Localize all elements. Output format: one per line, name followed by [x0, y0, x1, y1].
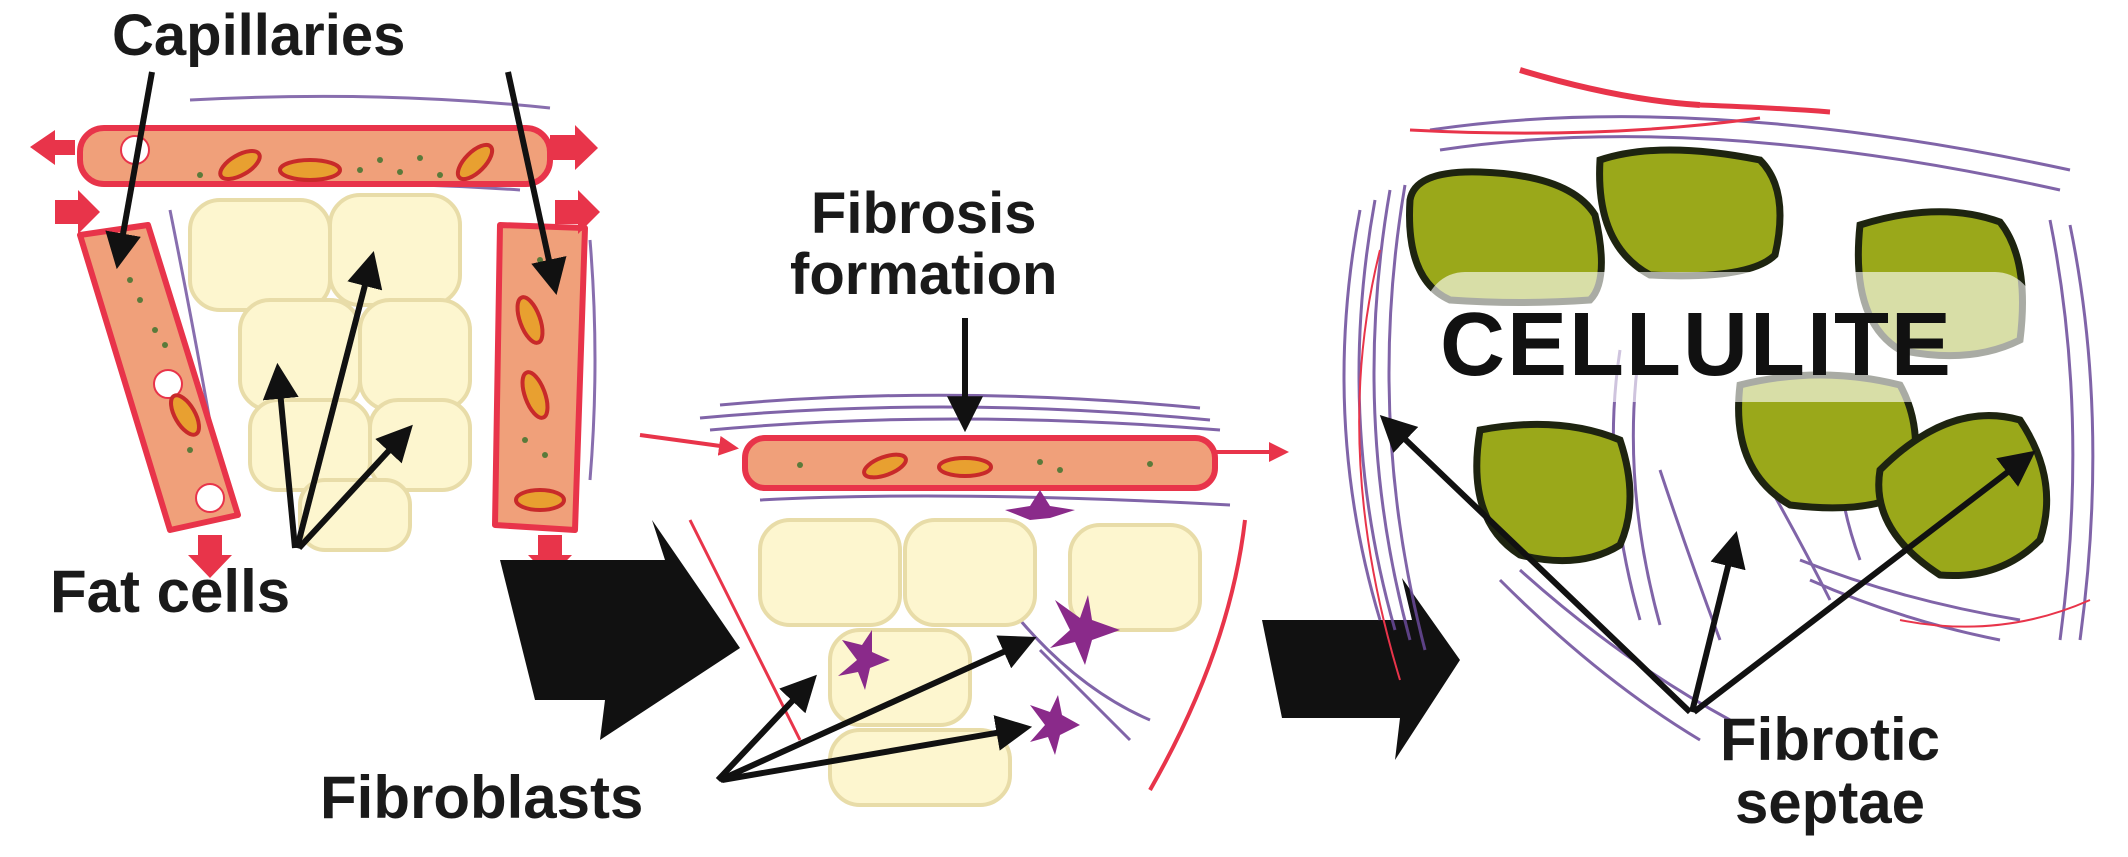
label-capillaries: Capillaries	[112, 6, 405, 67]
label-septae-line2: septae	[1720, 771, 1940, 834]
label-fibroblasts: Fibroblasts	[320, 766, 643, 829]
fat-cell	[760, 520, 900, 625]
process-arrow-1	[500, 520, 740, 740]
fat-cell	[250, 400, 370, 490]
panel-normal-tissue	[30, 72, 600, 578]
capillary-top	[80, 128, 550, 185]
enlarged-fat-cell	[1600, 150, 1780, 276]
fat-cell	[330, 195, 460, 305]
enlarged-fat-cell	[1477, 424, 1630, 560]
fat-cell	[190, 200, 330, 310]
label-fibrosis-formation: Fibrosis formation	[790, 184, 1057, 306]
fat-cell	[830, 730, 1010, 805]
capillary-right	[495, 225, 585, 530]
label-septae-line1: Fibrotic	[1720, 708, 1940, 771]
fat-cell	[370, 400, 470, 490]
label-fibrotic-septae: Fibrotic septae	[1720, 708, 1940, 834]
label-fat-cells: Fat cells	[50, 560, 290, 623]
process-arrow-2	[1262, 578, 1460, 760]
fibroblast	[1030, 695, 1080, 755]
fat-cell	[905, 520, 1035, 625]
fat-cell	[240, 300, 360, 410]
label-fibrosis-line2: formation	[790, 245, 1057, 306]
fat-cell	[360, 300, 470, 410]
label-fibrosis-line1: Fibrosis	[790, 184, 1057, 245]
label-cellulite: CELLULITE	[1440, 298, 1953, 393]
panel-fibrosis	[640, 318, 1285, 805]
capillary-middle	[745, 438, 1215, 488]
fibroblast	[1005, 490, 1075, 520]
panel-cellulite	[1344, 70, 2093, 740]
